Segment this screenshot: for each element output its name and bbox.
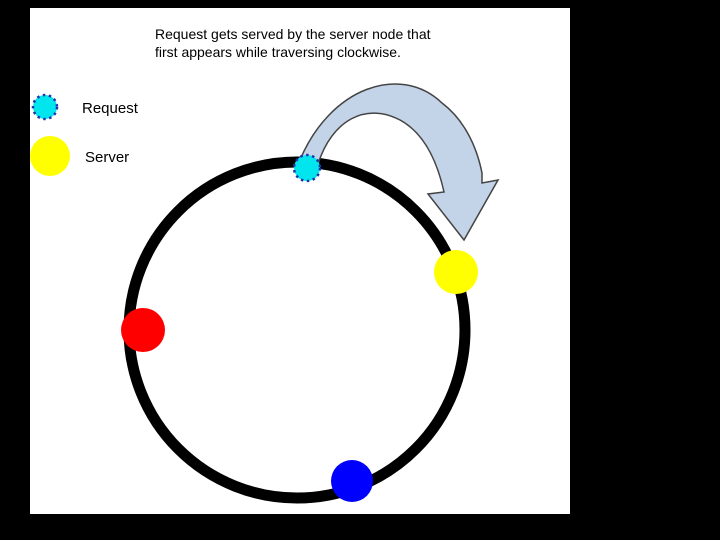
- server-node-blue: [331, 460, 373, 502]
- clockwise-arrow: [298, 83, 500, 242]
- legend-server-label: Server: [85, 149, 129, 166]
- legend-request-label: Request: [82, 100, 139, 117]
- request-node: [292, 153, 322, 183]
- hash-ring: [123, 156, 471, 504]
- legend-server-icon: [30, 136, 70, 176]
- note-line-2: first appears while traversing clockwise…: [155, 44, 401, 60]
- server-node-yellow: [434, 250, 478, 294]
- diagram-canvas: Request gets served by the server node t…: [30, 8, 570, 514]
- note-line-1: Request gets served by the server node t…: [155, 26, 431, 42]
- server-node-red: [121, 308, 165, 352]
- hash-ring-diagram: Request gets served by the server node t…: [30, 26, 500, 504]
- legend-request-icon: [31, 93, 59, 121]
